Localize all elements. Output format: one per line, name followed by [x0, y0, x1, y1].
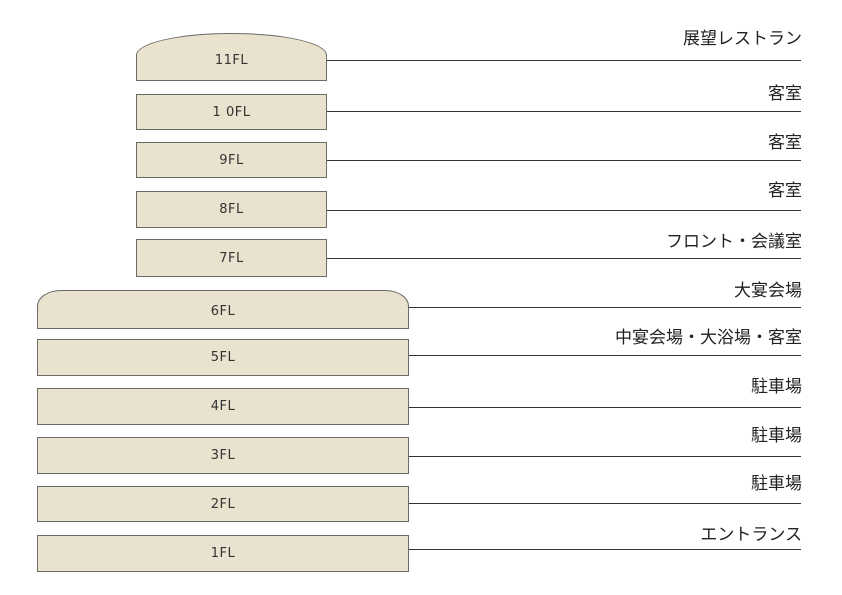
floor-label: 6FL: [210, 304, 236, 319]
floor-label: 11FL: [214, 52, 249, 68]
leader-line: [327, 60, 801, 61]
leader-line: [327, 258, 801, 259]
floor-label: 1 0FL: [212, 104, 251, 120]
leader-line: [409, 355, 801, 356]
floor-use-label: 大宴会場: [734, 281, 802, 301]
leader-line: [327, 160, 801, 161]
leader-line: [409, 456, 801, 457]
floor-block-5: 5FL: [37, 339, 409, 376]
floor-use-label: 展望レストラン: [683, 29, 802, 49]
floor-label: 4FL: [210, 399, 236, 414]
floor-block-9: 9FL: [136, 142, 327, 178]
floor-block-2: 2FL: [37, 486, 409, 522]
floor-label: 2FL: [210, 496, 236, 512]
leader-line: [409, 549, 801, 550]
floor-label: 7FL: [219, 250, 244, 266]
floor-use-label: 中宴会場・大浴場・客室: [615, 328, 802, 348]
leader-line: [409, 407, 801, 408]
floor-block-10: 1 0FL: [136, 94, 327, 130]
floor-label: 8FL: [219, 202, 244, 217]
floor-label: 1FL: [210, 546, 236, 561]
floor-use-label: フロント・会議室: [666, 232, 802, 252]
leader-line: [409, 503, 801, 504]
floor-label: 5FL: [210, 350, 236, 365]
floor-block-8: 8FL: [136, 191, 327, 228]
floor-use-label: 駐車場: [751, 474, 802, 494]
floor-block-11: 11FL: [136, 33, 327, 81]
floor-block-3: 3FL: [37, 437, 409, 474]
floor-use-label: 駐車場: [751, 377, 802, 397]
floor-label: 9FL: [219, 152, 244, 168]
floor-block-7: 7FL: [136, 239, 327, 277]
leader-line: [409, 307, 801, 308]
floor-block-6: 6FL: [37, 290, 409, 329]
floor-use-label: エントランス: [700, 525, 802, 545]
floor-label: 3FL: [210, 448, 236, 463]
floor-use-label: 客室: [768, 84, 802, 104]
floor-use-label: 客室: [768, 181, 802, 201]
floor-block-1: 1FL: [37, 535, 409, 572]
leader-line: [327, 210, 801, 211]
floor-block-4: 4FL: [37, 388, 409, 425]
floor-use-label: 客室: [768, 133, 802, 153]
leader-line: [327, 111, 801, 112]
floor-use-label: 駐車場: [751, 426, 802, 446]
